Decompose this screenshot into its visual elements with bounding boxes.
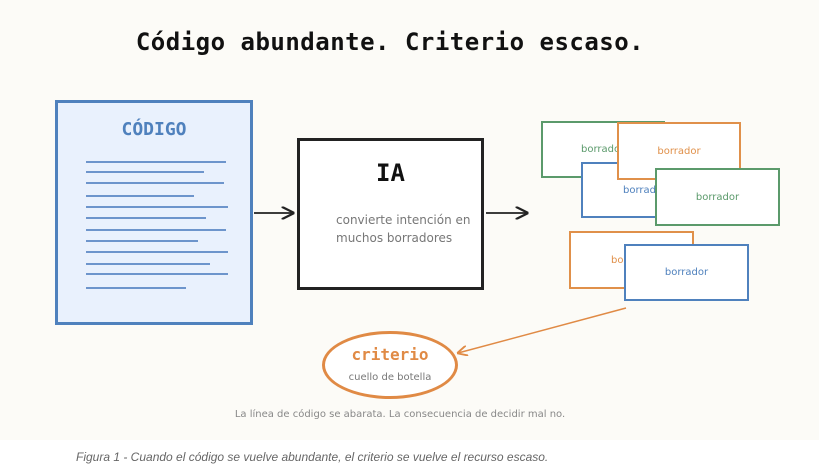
draft-card: borrador [624, 244, 749, 301]
draft-label: borrador [664, 267, 709, 278]
criterion-ellipse: criterio cuello de botella [322, 331, 458, 399]
doc-line [86, 217, 206, 219]
code-document: CÓDIGO [55, 100, 253, 325]
doc-line [86, 229, 226, 231]
draft-label: borrador [695, 191, 740, 203]
arrow-drafts-to-criterio [458, 307, 627, 353]
diagram-canvas: Código abundante. Criterio escaso. CÓDIG… [55, 0, 780, 440]
criterion-title: criterio [351, 345, 429, 364]
draft-label: borrador [581, 144, 625, 155]
connector-arrows [254, 0, 627, 440]
doc-line [86, 273, 228, 275]
doc-line [86, 182, 224, 184]
code-document-label: CÓDIGO [121, 119, 187, 140]
doc-line [86, 287, 186, 289]
ai-box-title: IA [376, 159, 405, 187]
doc-line [86, 206, 228, 208]
draft-label: borrador [657, 145, 701, 157]
figure-caption: Figura 1 - Cuando el código se vuelve ab… [76, 450, 549, 464]
doc-line [86, 251, 228, 253]
doc-line [86, 240, 198, 242]
diagram-title: Código abundante. Criterio escaso. [135, 28, 645, 56]
doc-line [86, 161, 226, 163]
criterion-subtitle: cuello de botella [348, 372, 432, 383]
ai-box: IA convierte intención en muchos borrado… [297, 138, 484, 290]
doc-line [86, 171, 204, 173]
doc-line [86, 263, 210, 265]
doc-line [86, 195, 194, 197]
ai-box-description: convierte intención en muchos borradores [336, 213, 471, 245]
draft-label: borrador [623, 184, 667, 196]
diagram-note: La línea de código se abarata. La consec… [234, 409, 566, 420]
draft-card: borrador [655, 168, 780, 226]
